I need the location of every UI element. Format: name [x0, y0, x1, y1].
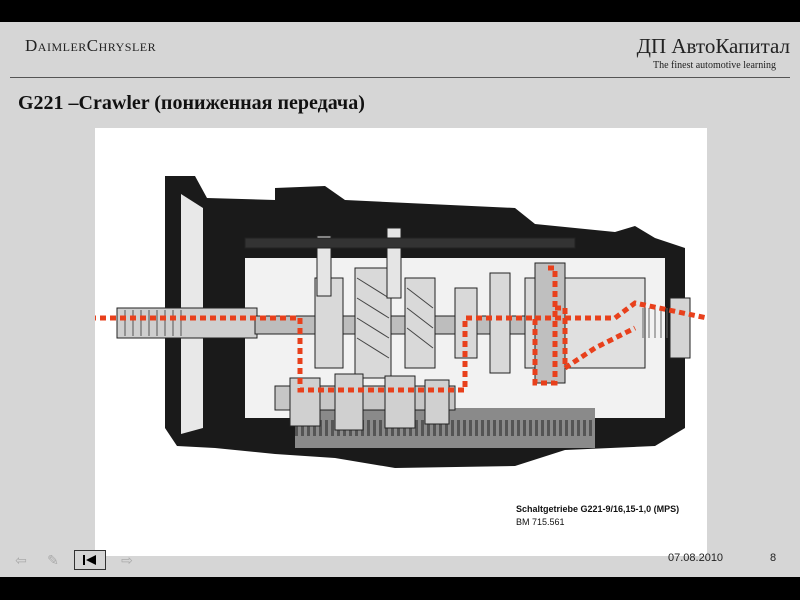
- transmission-drawing: [95, 176, 707, 468]
- planetary-gearset: [534, 262, 566, 384]
- arrow-right-icon[interactable]: ⇨: [121, 551, 133, 568]
- arrow-left-icon[interactable]: ⇦: [15, 551, 27, 568]
- pencil-icon[interactable]: ✎: [47, 551, 59, 568]
- slide-title: G221 –Crawler (пониженная передача): [18, 92, 365, 114]
- countershaft-gears: [289, 373, 450, 431]
- input-shaft-splines: [124, 310, 182, 336]
- tagline: The finest automotive learning: [652, 60, 776, 71]
- slide-number: 8: [770, 552, 777, 564]
- skip-to-start-icon[interactable]: [74, 550, 106, 570]
- header-divider: [10, 77, 790, 78]
- figure-caption-model: Schaltgetriebe G221-9/16,15-1,0 (MPS): [516, 504, 680, 514]
- transmission-cutaway-figure: Schaltgetriebe G221-9/16,15-1,0 (MPS) BM…: [95, 128, 707, 556]
- avtokapital-logo: ДП АвтоКапитал: [636, 34, 790, 58]
- output-splines: [642, 308, 668, 338]
- daimlerchrysler-logo: DaimlerChrysler: [25, 36, 157, 55]
- power-flow-path: [95, 265, 707, 393]
- range-housing: [564, 277, 646, 369]
- input-shaft: [116, 307, 258, 339]
- slide-navigation: ⇦ ✎ ⇨: [10, 550, 138, 570]
- output-flange: [669, 297, 691, 359]
- figure-caption-code: BM 715.561: [516, 517, 565, 527]
- slide-date: 07.08.2010: [668, 552, 724, 564]
- shift-forks: [244, 227, 576, 299]
- slide: DaimlerChrysler ДП АвтоКапитал The fines…: [0, 22, 800, 577]
- gear-teeth: [356, 277, 434, 359]
